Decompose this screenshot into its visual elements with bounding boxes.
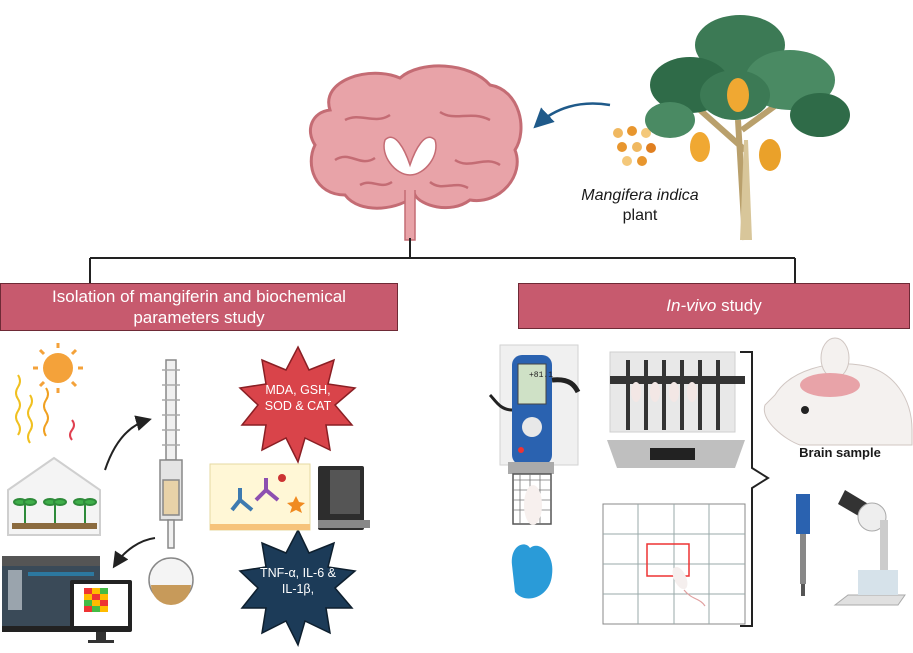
mango-tree-icon <box>645 15 850 241</box>
cytokine-starburst <box>238 528 357 648</box>
homogenizer-icon <box>796 494 810 596</box>
device-readout: +81.1 <box>528 371 553 380</box>
rat-head-icon <box>763 337 913 446</box>
monitor-heatmap-icon <box>70 580 132 643</box>
plant-to-brain-arrow <box>533 102 611 129</box>
greenhouse-icon <box>7 456 101 536</box>
rotarod-icon <box>607 351 745 468</box>
plate-reader-icon <box>318 466 370 530</box>
cytokine-line1: TNF-α, IL-6 & <box>260 566 336 580</box>
in-vivo-study-box: In-vivo study <box>518 283 910 329</box>
oxidative-stress-line2: SOD & CAT <box>264 399 332 413</box>
isolation-study-line1: Isolation of mangiferin and biochemical <box>52 287 346 306</box>
oxidative-stress-starburst <box>238 345 357 465</box>
extraction-to-hplc-arrow <box>112 537 156 569</box>
elisa-assay-icon <box>209 463 311 531</box>
brain-sample-label: Brain sample <box>799 445 881 460</box>
cytokine-line2: IL-1β, <box>281 582 315 596</box>
oxidative-stress-label: MDA, GSH, SOD & CAT <box>238 382 358 414</box>
greenhouse-to-extraction-arrow <box>104 415 152 471</box>
sun-icon <box>33 343 83 393</box>
open-field-icon <box>602 503 746 625</box>
light-waves-icon <box>15 374 75 444</box>
connector-lines <box>89 238 796 283</box>
seeds-icon <box>613 126 656 166</box>
isolation-study-line2: parameters study <box>133 308 265 327</box>
soxhlet-apparatus-icon <box>148 359 194 605</box>
brain-icon <box>309 64 523 241</box>
plant-word: plant <box>622 207 658 224</box>
isolation-study-box: Isolation of mangiferin and biochemical … <box>0 283 398 331</box>
in-vivo-bracket <box>740 351 770 627</box>
grip-strength-meter-icon <box>488 344 581 599</box>
microscope-icon <box>833 490 906 606</box>
oxidative-stress-line1: MDA, GSH, <box>265 383 331 397</box>
cytokine-label: TNF-α, IL-6 & IL-1β, <box>238 565 358 597</box>
in-vivo-italic: In-vivo <box>666 296 717 315</box>
in-vivo-rest: study <box>716 296 762 315</box>
plant-species-name: Mangifera indica <box>581 187 699 204</box>
